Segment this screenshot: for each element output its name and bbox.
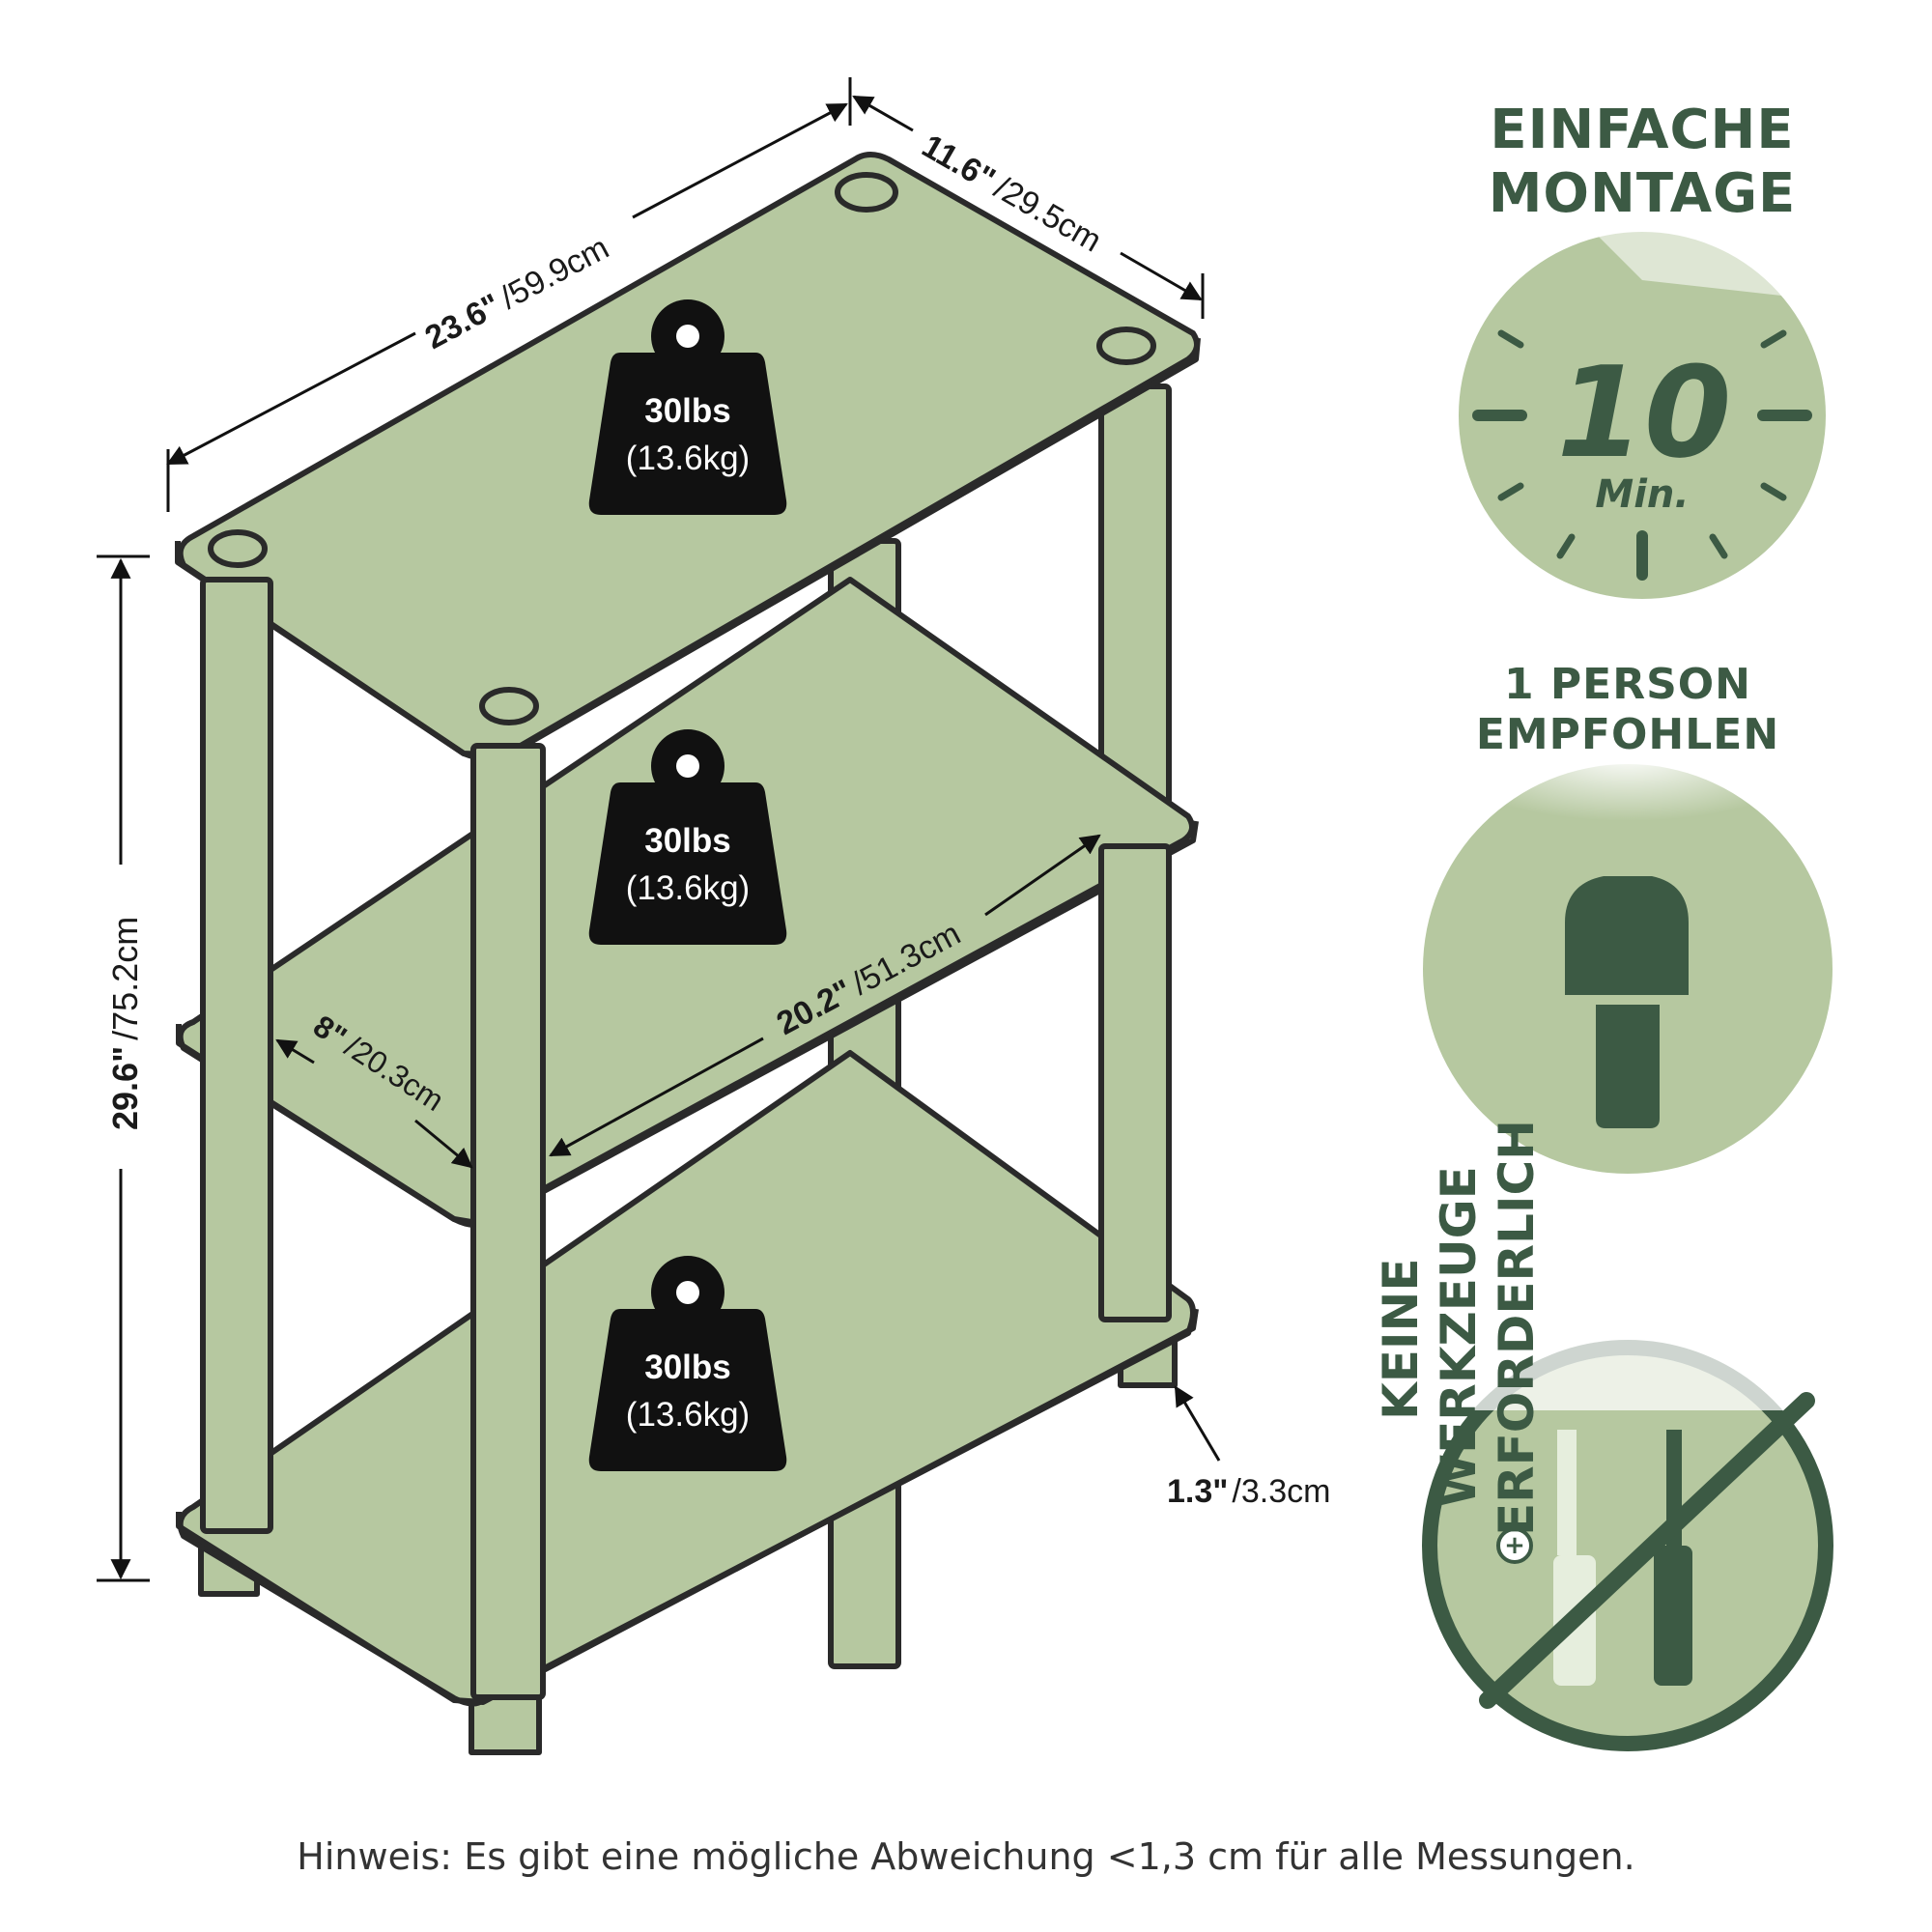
height-label: 29.6"/75.2cm [105,917,145,1130]
no-tools-text: KEINE WERKZEUGE ERFORDERLICH [1373,1120,1545,1536]
weight-load: 30lbs [644,822,731,860]
svg-text:WERKZEUGE: WERKZEUGE [1431,1166,1487,1507]
persons-heading-line1: 1 PERSON [1503,660,1752,709]
assembly-heading-line2: MONTAGE [1488,162,1797,226]
weight-metric: (13.6kg) [626,440,750,477]
assembly-heading-line1: EINFACHE [1490,99,1795,161]
post-front-center [470,743,546,1700]
post-cap [1096,327,1156,365]
post-cap [835,172,898,213]
persons-heading-line2: EMPFOHLEN [1475,709,1780,759]
shelf-bottom-edge [176,1308,1199,1705]
weight-metric: (13.6kg) [626,1396,750,1434]
measurement-note: Hinweis: Es gibt eine mögliche Abweichun… [297,1835,1635,1878]
weight-icon: 30lbs (13.6kg) [588,1256,787,1471]
persons-heading: 1 PERSON EMPFOHLEN [1430,660,1826,760]
post-front-left [200,577,273,1534]
weight-metric: (13.6kg) [626,869,750,907]
post-cap [479,687,539,725]
weight-load: 30lbs [644,1349,731,1386]
shelf-middle-edge [176,820,1199,1227]
foot-height-label: 1.3"/3.3cm [1167,1473,1330,1510]
weights: 30lbs (13.6kg) 30lbs (13.6kg) 30lbs (13.6kg) [588,299,787,1471]
weight-load: 30lbs [644,392,731,430]
svg-text:+: + [1504,1531,1525,1560]
timer-icon: 10 Min. [1459,222,1826,599]
timer-unit: Min. [1595,472,1689,517]
post-cap [208,529,268,568]
no-tools-icon: + [1420,1333,1833,1751]
person-icon [1423,686,1833,1174]
timer-value: 10 [1557,339,1732,486]
svg-text:ERFORDERLICH: ERFORDERLICH [1489,1120,1545,1536]
post-right-front [1098,843,1172,1322]
weight-icon: 30lbs (13.6kg) [588,729,787,945]
dimension-lines [97,77,1221,1582]
assembly-heading: EINFACHE MONTAGE [1449,99,1835,226]
svg-text:KEINE: KEINE [1373,1258,1429,1420]
weight-icon: 30lbs (13.6kg) [588,299,787,515]
